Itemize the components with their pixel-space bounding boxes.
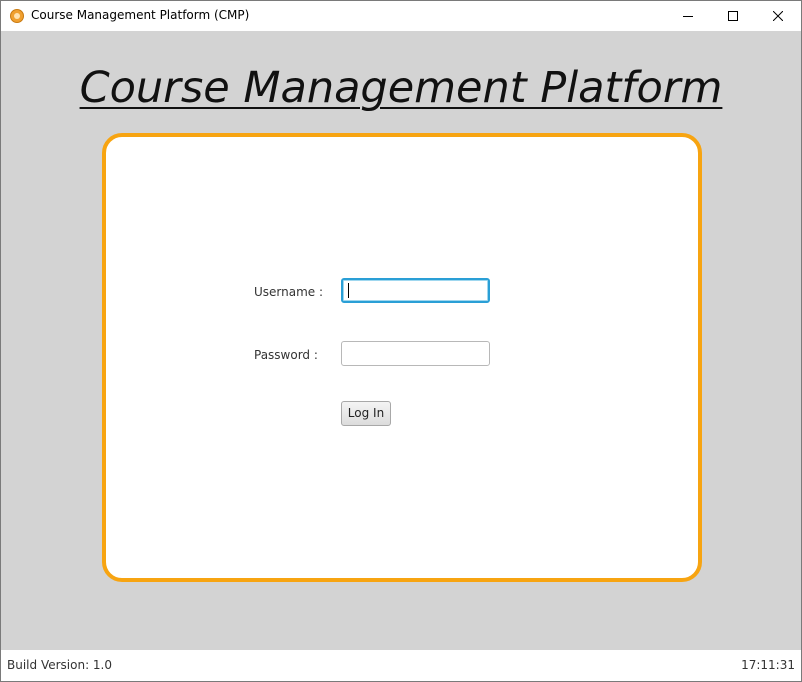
text-caret <box>348 283 349 298</box>
close-button[interactable] <box>755 1 801 31</box>
page-title: Course Management Platform <box>79 63 723 113</box>
password-label: Password : <box>254 348 318 362</box>
username-input[interactable] <box>341 278 490 303</box>
password-input[interactable] <box>341 341 490 366</box>
minimize-button[interactable] <box>665 1 711 31</box>
build-version: Build Version: 1.0 <box>7 658 113 672</box>
close-icon <box>773 11 783 21</box>
login-button[interactable]: Log In <box>341 401 391 426</box>
status-bar: Build Version: 1.0 17:11:31 <box>1 650 801 681</box>
username-label: Username : <box>254 285 324 299</box>
clock: 17:11:31 <box>741 658 795 672</box>
app-logo-icon <box>10 9 24 23</box>
title-bar[interactable]: Course Management Platform (CMP) <box>1 1 801 31</box>
window-title: Course Management Platform (CMP) <box>31 8 250 22</box>
maximize-button[interactable] <box>710 1 756 31</box>
